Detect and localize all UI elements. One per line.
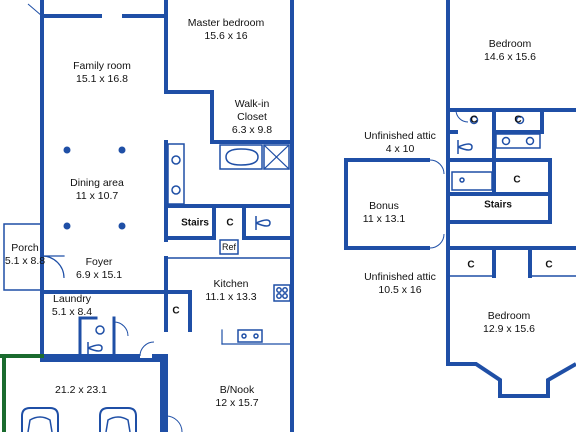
upper-sink-3 (469, 115, 479, 125)
bathtub (219, 144, 263, 170)
upper-toilet (457, 140, 473, 154)
room-unfinished-attic-large: Unfinished attic 10.5 x 16 (364, 271, 436, 296)
stove (273, 284, 291, 302)
light-fixture-2 (118, 146, 126, 154)
upper-sink-1 (501, 136, 511, 146)
light-fixture-1 (63, 146, 71, 154)
room-breakfast-nook: B/Nook 12 x 15.7 (215, 384, 259, 409)
upper-tub-drain (459, 177, 465, 183)
laundry-door-swing (139, 341, 155, 357)
light-fixture-3 (63, 222, 71, 230)
bath-sink-2 (171, 185, 181, 195)
closet-label-upper-2: C (514, 114, 522, 126)
closet-label-laundry: C (172, 305, 180, 317)
closet-label-upper-1: C (470, 114, 478, 126)
room-walk-in-closet: Walk-in Closet 6.3 x 9.8 (231, 98, 273, 136)
bathtub-basin (225, 148, 259, 166)
light-fixture-4 (118, 222, 126, 230)
car-1 (21, 407, 59, 432)
upper-closet-swing (455, 109, 469, 123)
toilet-1 (255, 216, 271, 230)
kitchen-sink-drain-2 (253, 333, 259, 339)
fixtures (21, 0, 541, 432)
upper-tub (451, 171, 493, 191)
upper-vanity (495, 133, 541, 149)
attic-door-top (429, 159, 445, 175)
burner-1 (276, 287, 282, 293)
bath-vanity (167, 143, 185, 205)
refrigerator-label: Ref (221, 242, 237, 252)
laundry-sink (95, 325, 105, 335)
attic-door-bottom (429, 233, 445, 249)
shower-x-2 (263, 144, 290, 170)
kitchen-sink (237, 329, 263, 343)
burner-2 (282, 287, 288, 293)
refrigerator (219, 239, 239, 255)
closet-label-upper-3: C (513, 174, 521, 186)
room-bonus: Bonus 11 x 13.1 (362, 200, 406, 225)
front-door-swing (41, 255, 65, 279)
closet-label-upper-5: C (545, 259, 553, 271)
room-dining-area: Dining area 11 x 10.7 (70, 177, 124, 202)
nook-door-swing (165, 415, 183, 432)
stairs-label-first-floor: Stairs (181, 217, 209, 229)
upper-sink-2 (525, 136, 535, 146)
room-kitchen: Kitchen 11.1 x 13.3 (205, 278, 257, 303)
kitchen-sink-drain-1 (241, 333, 247, 339)
closet-label-upper-4: C (467, 259, 475, 271)
car-2 (99, 407, 137, 432)
family-door-swing (27, 0, 43, 17)
room-master-bedroom: Master bedroom 15.6 x 16 (187, 17, 265, 42)
bath-sink-1 (171, 155, 181, 165)
car-1-window (27, 416, 53, 432)
bay-window (448, 362, 576, 398)
room-porch: Porch 5.1 x 8.8 (4, 242, 46, 267)
room-bedroom-lower: Bedroom 12.9 x 15.6 (483, 310, 535, 335)
room-garage: 21.2 x 23.1 (55, 384, 107, 396)
bonus-room-outline (344, 158, 430, 250)
laundry-bath-door (113, 321, 129, 337)
closet-label-stairs: C (226, 217, 234, 229)
porch-outline (3, 223, 42, 291)
room-family-room: Family room 15.1 x 16.8 (73, 60, 131, 85)
toilet-2 (87, 342, 103, 354)
car-2-window (105, 416, 131, 432)
room-unfinished-attic-small: Unfinished attic 4 x 10 (364, 130, 436, 155)
burner-3 (276, 293, 282, 299)
room-laundry: Laundry 5.1 x 8.4 (51, 293, 93, 318)
room-foyer: Foyer 6.9 x 15.1 (75, 256, 123, 281)
stairs-label-second-floor: Stairs (484, 199, 512, 211)
shower (263, 144, 290, 170)
upper-sink-4 (515, 115, 525, 125)
room-bedroom-upper: Bedroom 14.6 x 15.6 (484, 38, 536, 63)
burner-4 (282, 293, 288, 299)
